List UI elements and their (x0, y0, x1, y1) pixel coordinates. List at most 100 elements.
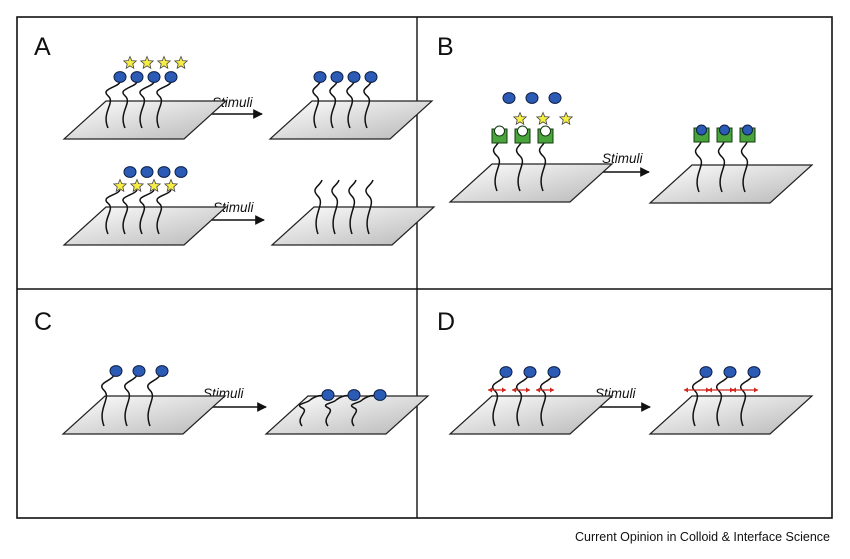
polymer-chain (492, 375, 505, 427)
journal-credit: Current Opinion in Colloid & Interface S… (575, 530, 830, 544)
arrowhead (550, 387, 554, 393)
ligand-star (558, 111, 574, 126)
bound-head-group (742, 124, 753, 136)
surface-a1-after (268, 100, 434, 140)
functional-head-group (123, 166, 137, 178)
functional-head-group (321, 389, 335, 401)
polymer-chain (492, 140, 501, 192)
bound-head-group (696, 124, 707, 136)
arrowhead (526, 387, 530, 393)
functional-head-group (347, 389, 361, 401)
ligand-star (156, 55, 172, 70)
surface-a1-before (62, 100, 228, 140)
stimuli-label: Stimuli (602, 151, 644, 166)
polymer-chain (139, 81, 155, 129)
panel-letter-b: B (437, 33, 454, 61)
ligand-star (112, 178, 128, 193)
polymer-chain (122, 81, 138, 129)
ligand-star (122, 55, 138, 70)
polymer-chain (740, 141, 749, 193)
arrowhead (684, 387, 688, 393)
functional-head-group (548, 92, 562, 104)
polymer-chain (365, 179, 374, 235)
functional-head-group (313, 71, 327, 83)
polymer-chain (538, 140, 547, 192)
functional-head-group (547, 366, 561, 378)
polymer-chain (331, 179, 340, 235)
functional-head-group (140, 166, 154, 178)
stimuli-label: Stimuli (212, 95, 254, 110)
arrowhead (512, 387, 516, 393)
polymer-chain (298, 399, 311, 427)
arrowhead (536, 387, 540, 393)
polymer-chain (156, 189, 172, 235)
polymer-chain (363, 81, 372, 129)
functional-head-group (164, 71, 178, 83)
functional-head-group (109, 365, 123, 377)
polymer-chain (540, 375, 553, 427)
surface-a2-before (62, 206, 228, 246)
functional-head-group (155, 365, 169, 377)
functional-head-group (147, 71, 161, 83)
functional-head-group (157, 166, 171, 178)
functional-head-group (132, 365, 146, 377)
functional-head-group (747, 366, 761, 378)
panel-letter-a: A (34, 33, 51, 61)
polymer-chain (346, 81, 355, 129)
arrowhead (732, 387, 736, 393)
arrowhead (754, 387, 758, 393)
empty-binding-site (494, 125, 505, 137)
functional-head-group (523, 366, 537, 378)
ligand-star (146, 178, 162, 193)
functional-head-group (330, 71, 344, 83)
bound-head-group (719, 124, 730, 136)
polymer-chain (329, 81, 338, 129)
polymer-chain (139, 189, 155, 235)
polymer-chain (348, 179, 357, 235)
polymer-chain (105, 81, 121, 129)
functional-head-group (502, 92, 516, 104)
empty-binding-site (540, 125, 551, 137)
surface-a2-after (270, 206, 436, 246)
ligand-star (163, 178, 179, 193)
polymer-chain (312, 81, 321, 129)
functional-head-group (525, 92, 539, 104)
surface-c-before (61, 395, 227, 435)
polymer-chain (516, 375, 529, 427)
functional-head-group (723, 366, 737, 378)
panel-letter-c: C (34, 308, 52, 336)
functional-head-group (499, 366, 513, 378)
polymer-chain (101, 374, 115, 427)
polymer-chain (692, 375, 705, 427)
polymer-chain (105, 189, 121, 235)
functional-head-group (113, 71, 127, 83)
arrowhead (488, 387, 492, 393)
ligand-star (535, 111, 551, 126)
polymer-chain (124, 374, 138, 427)
polymer-chain (156, 81, 172, 129)
functional-head-group (347, 71, 361, 83)
polymer-chain (122, 189, 138, 235)
ligand-star (139, 55, 155, 70)
ligand-star (173, 55, 189, 70)
functional-head-group (174, 166, 188, 178)
polymer-chain (314, 179, 323, 235)
stimuli-label: Stimuli (213, 200, 255, 215)
surface-c-after (264, 395, 430, 435)
surface-b-before (448, 163, 614, 203)
figure-frame (16, 16, 833, 519)
polymer-chain (147, 374, 161, 427)
polymer-chain (324, 399, 337, 427)
arrowhead (708, 387, 712, 393)
functional-head-group (373, 389, 387, 401)
functional-head-group (699, 366, 713, 378)
functional-head-group (364, 71, 378, 83)
functional-head-group (130, 71, 144, 83)
polymer-chain (515, 140, 524, 192)
polymer-chain (740, 375, 753, 427)
panel-letter-d: D (437, 308, 455, 336)
empty-binding-site (517, 125, 528, 137)
surface-b-after (648, 164, 814, 204)
arrowhead (502, 387, 506, 393)
